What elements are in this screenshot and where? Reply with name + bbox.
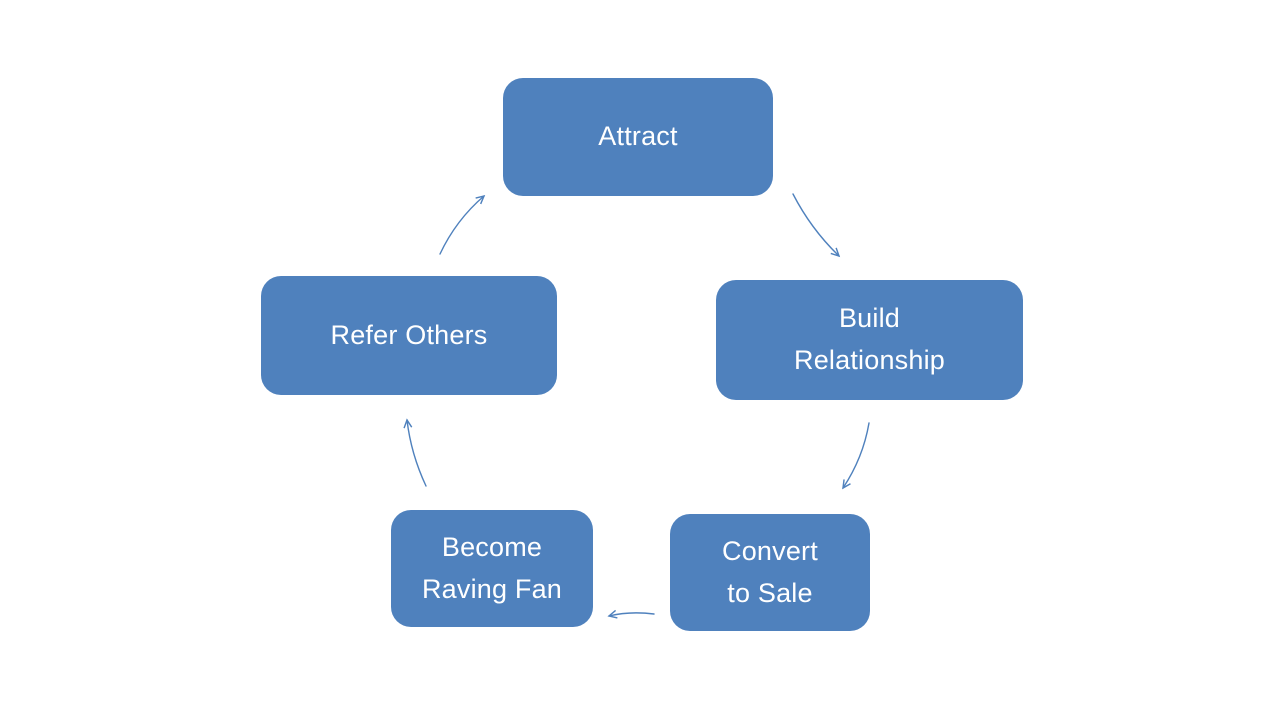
node-build-relationship-label: Build Relationship — [794, 303, 945, 375]
arrow-refer-others-to-attract — [439, 194, 486, 255]
arrow-build-relationship-to-convert-to-sale — [842, 422, 870, 490]
arrow-become-raving-fan-to-refer-others — [403, 418, 427, 487]
node-become-raving-fan-label: Become Raving Fan — [421, 531, 563, 604]
node-convert-to-sale-label: Convert to Sale — [722, 535, 818, 608]
arrow-attract-to-build-relationship — [792, 193, 841, 258]
node-refer-others: Refer Others — [261, 276, 557, 395]
node-attract: Attract — [503, 78, 773, 196]
node-become-raving-fan: Become Raving Fan — [391, 510, 593, 627]
node-attract-label: Attract — [598, 121, 678, 152]
node-convert-to-sale: Convert to Sale — [670, 514, 870, 631]
arrow-convert-to-sale-to-become-raving-fan — [607, 609, 655, 619]
node-build-relationship: Build Relationship — [716, 280, 1023, 400]
node-refer-others-label: Refer Others — [330, 319, 488, 350]
